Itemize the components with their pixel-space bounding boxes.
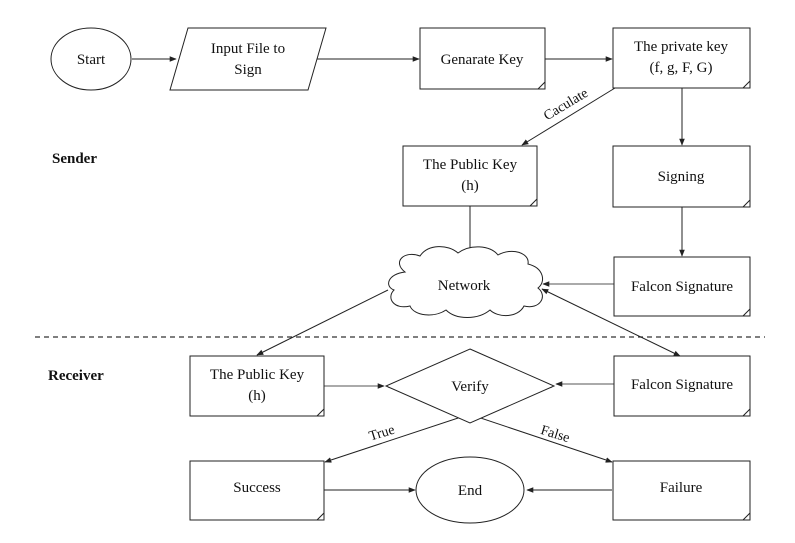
success-node bbox=[189, 460, 325, 521]
failure-node bbox=[612, 460, 751, 521]
network-cloud-node bbox=[388, 246, 544, 318]
receiver-section-label: Receiver bbox=[48, 368, 104, 384]
end-node bbox=[415, 456, 525, 524]
falcon-signature-sender-label: Falcon Signature bbox=[631, 279, 733, 295]
public-key-sender-label-line1: The Public Key bbox=[423, 157, 518, 173]
edge-network-falcon-receiver bbox=[541, 288, 681, 357]
falcon-signature-sender-node bbox=[613, 256, 751, 317]
public-key-sender-label-line2: (h) bbox=[461, 178, 479, 194]
sender-section-label: Sender bbox=[52, 151, 97, 167]
end-label: End bbox=[458, 483, 483, 499]
verify-label: Verify bbox=[451, 379, 489, 395]
public-key-receiver-label-line1: The Public Key bbox=[210, 367, 305, 383]
signing-node bbox=[612, 145, 751, 208]
generate-key-node bbox=[419, 27, 546, 90]
failure-label: Failure bbox=[660, 480, 703, 496]
edge-network-to-pubkey-receiver bbox=[256, 289, 389, 356]
falcon-signature-receiver-label: Falcon Signature bbox=[631, 377, 733, 393]
generate-key-label: Genarate Key bbox=[441, 52, 524, 68]
public-key-receiver-node bbox=[189, 355, 325, 417]
edge-privkey-to-pubkey bbox=[521, 87, 616, 146]
public-key-sender-node bbox=[402, 145, 538, 207]
input-file-label-line2: Sign bbox=[234, 62, 262, 78]
input-file-node bbox=[169, 27, 327, 91]
falcon-signature-receiver-node bbox=[613, 355, 751, 417]
input-file-label-line1: Input File to bbox=[211, 41, 285, 57]
success-label: Success bbox=[233, 480, 281, 496]
public-key-receiver-label-line2: (h) bbox=[248, 388, 266, 404]
verify-decision-node bbox=[384, 348, 556, 424]
signing-label: Signing bbox=[658, 169, 705, 185]
private-key-label-line1: The private key bbox=[634, 39, 729, 55]
private-key-node bbox=[612, 27, 751, 89]
start-node bbox=[50, 27, 132, 91]
edge-label-true: True bbox=[367, 423, 396, 445]
network-label: Network bbox=[438, 278, 491, 294]
private-key-label-line2: (f, g, F, G) bbox=[650, 60, 713, 76]
start-label: Start bbox=[77, 52, 106, 68]
